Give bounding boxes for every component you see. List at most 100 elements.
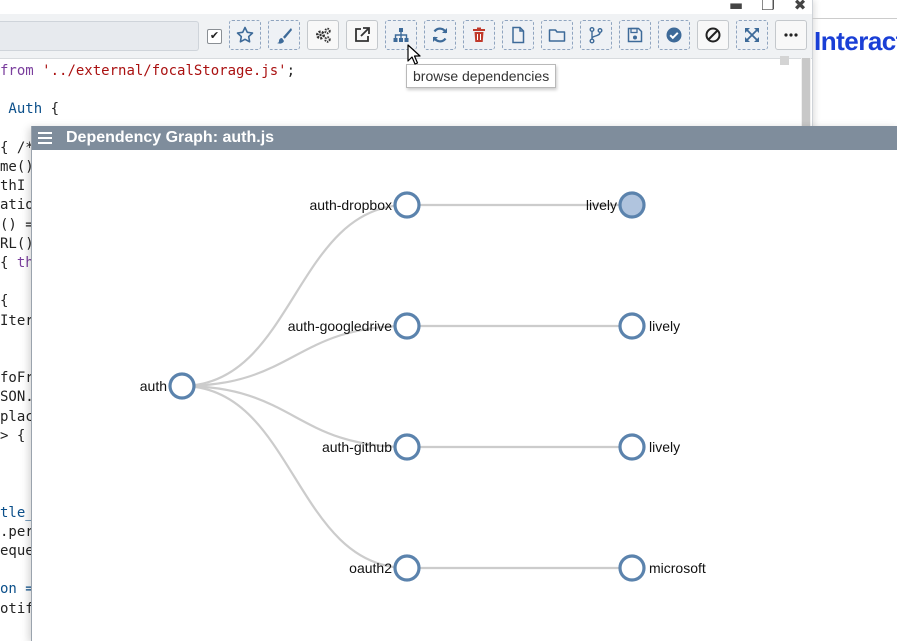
close-icon[interactable]: ✖ <box>793 0 807 14</box>
node-label: lively <box>649 439 680 455</box>
folder-button[interactable] <box>541 20 573 50</box>
code-line: > { <box>0 428 25 444</box>
code-line: { <box>0 293 8 309</box>
folder-icon <box>548 29 566 42</box>
sitemap-icon <box>393 28 409 42</box>
more-button[interactable] <box>775 20 807 50</box>
git-branch-button[interactable] <box>580 20 612 50</box>
code-token: me() <box>0 159 34 175</box>
code-line: atio <box>0 197 34 213</box>
code-token: () = <box>0 216 34 233</box>
code-line: tle_ <box>0 505 34 521</box>
code-token: .per <box>0 523 34 540</box>
code-token: on = <box>0 581 34 598</box>
node-label: auth-github <box>322 439 392 455</box>
graph-node-module[interactable]: auth-github <box>322 433 421 461</box>
graph-link <box>181 203 408 388</box>
graph-node-module[interactable]: auth-googledrive <box>288 312 421 340</box>
code-token: foFr <box>0 370 34 387</box>
ban-icon <box>705 27 721 43</box>
save-icon <box>627 27 643 43</box>
node-circle[interactable] <box>393 312 421 340</box>
graph-nodes: auth auth-dropbox lively auth-googledrive li… <box>140 191 706 582</box>
code-editor[interactable]: from '../external/focalStorage.js'; Auth… <box>0 58 800 641</box>
node-label: auth-dropbox <box>309 197 392 213</box>
node-circle[interactable] <box>618 433 646 461</box>
file-button[interactable] <box>502 20 534 50</box>
code-line: { /* <box>0 140 34 156</box>
minimize-icon[interactable]: ▬ <box>728 0 744 14</box>
code-token: { <box>0 293 9 310</box>
brush-button[interactable] <box>268 20 300 50</box>
code-token: from <box>0 63 43 79</box>
node-label: lively <box>649 318 680 334</box>
trash-icon <box>473 27 485 42</box>
star-icon <box>236 26 254 43</box>
code-line: me() <box>0 159 34 175</box>
code-token: RL() <box>0 235 34 252</box>
code-token: { <box>0 255 17 271</box>
node-circle[interactable] <box>618 312 646 340</box>
graph-node-dependency[interactable]: lively <box>618 312 680 340</box>
graph-node-module[interactable]: oauth2 <box>349 554 421 582</box>
node-circle[interactable] <box>618 554 646 582</box>
file-path-input[interactable] <box>0 21 199 51</box>
graph-link <box>181 384 408 449</box>
sitemap-button[interactable] <box>385 20 417 50</box>
graph-node-dependency[interactable]: microsoft <box>618 554 706 582</box>
code-token: { /* <box>0 139 34 156</box>
node-label: microsoft <box>649 560 706 576</box>
code-line: plac <box>0 409 34 425</box>
window-controls: ▬ ❐ ✖ <box>726 0 810 14</box>
dependency-graph-canvas[interactable]: auth auth-dropbox lively auth-googledrive li… <box>32 126 897 641</box>
toolbar-checkbox[interactable]: ✔ <box>207 29 222 44</box>
tooltip: browse dependencies <box>406 64 557 88</box>
code-line: from '../external/focalStorage.js'; <box>0 63 295 79</box>
graph-node-root[interactable]: auth <box>140 372 196 400</box>
gears-button[interactable] <box>307 20 339 50</box>
node-label: lively <box>586 197 617 213</box>
refresh-button[interactable] <box>424 20 456 50</box>
graph-node-module[interactable]: auth-dropbox <box>309 191 421 219</box>
node-circle[interactable] <box>393 554 421 582</box>
code-line: otif <box>0 601 34 617</box>
graph-node-dependency[interactable]: lively <box>618 433 680 461</box>
git-branch-icon <box>589 27 603 44</box>
graph-link <box>181 384 408 570</box>
node-circle[interactable] <box>393 191 421 219</box>
code-token: > { <box>0 427 26 444</box>
code-token: Auth <box>0 101 51 118</box>
star-button[interactable] <box>229 20 261 50</box>
expand-icon <box>745 28 759 42</box>
graph-titlebar[interactable]: Dependency Graph: auth.js <box>32 126 897 150</box>
code-token: ; <box>286 63 296 79</box>
editor-toolbar: ✔ <box>0 14 812 59</box>
ban-button[interactable] <box>697 20 729 50</box>
file-icon <box>512 26 525 44</box>
graph-node-dependency[interactable]: lively <box>586 191 646 219</box>
code-line: on = <box>0 581 34 597</box>
scrollbar-thumb[interactable] <box>802 58 810 126</box>
code-token: thI <box>0 178 26 195</box>
code-line: foFr <box>0 370 34 386</box>
external-link-button[interactable] <box>346 20 378 50</box>
maximize-icon[interactable]: ❐ <box>761 0 775 14</box>
gears-icon <box>315 27 331 43</box>
hamburger-menu-icon[interactable] <box>38 132 52 144</box>
code-line: { th <box>0 255 34 271</box>
code-line: Iter <box>0 313 34 329</box>
external-link-icon <box>355 27 370 42</box>
page-heading: Interacti <box>814 26 897 56</box>
code-token: { <box>50 101 60 118</box>
brush-icon <box>277 28 292 44</box>
code-line: RL() <box>0 236 34 252</box>
node-circle[interactable] <box>618 191 646 219</box>
expand-button[interactable] <box>736 20 768 50</box>
check-circle-button[interactable] <box>658 20 690 50</box>
node-circle[interactable] <box>168 372 196 400</box>
node-circle[interactable] <box>393 433 421 461</box>
trash-button[interactable] <box>463 20 495 50</box>
more-icon <box>784 33 798 37</box>
code-line: Auth { <box>0 101 59 117</box>
save-button[interactable] <box>619 20 651 50</box>
